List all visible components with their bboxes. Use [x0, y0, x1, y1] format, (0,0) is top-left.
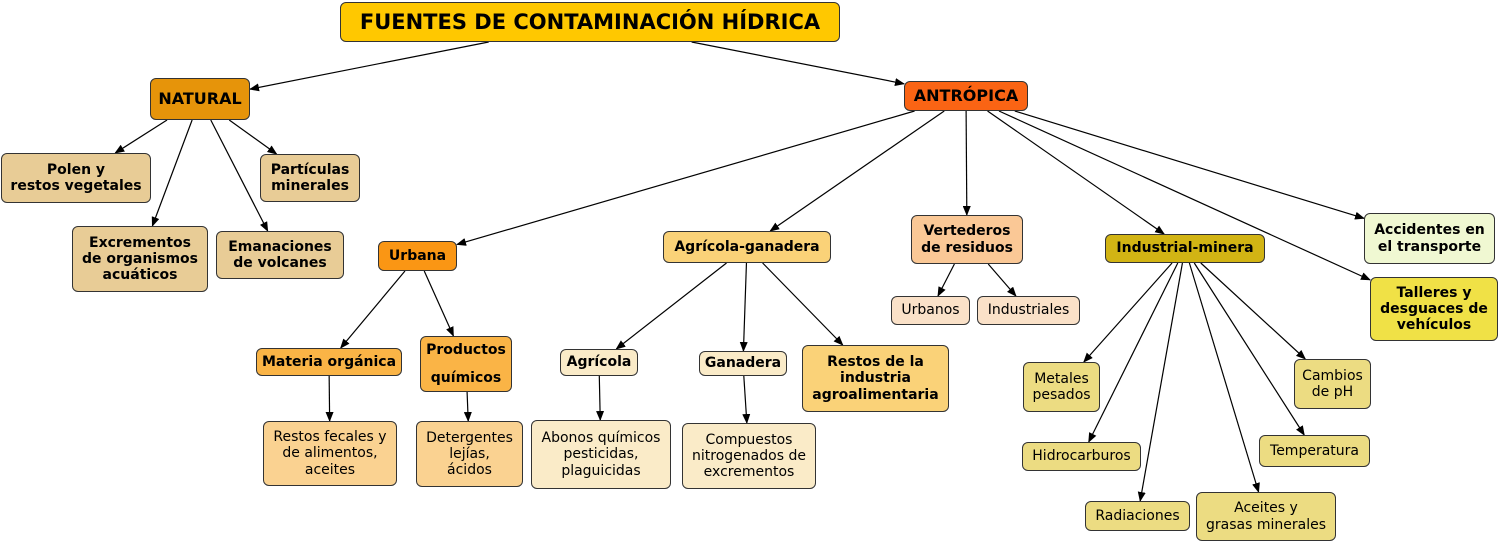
- detergentes-node: Detergentes lejías, ácidos: [416, 421, 523, 487]
- radiaciones-node: Radiaciones: [1085, 501, 1190, 531]
- edge-productos-to-detergentes: [463, 391, 472, 422]
- urbanos-node: Urbanos: [891, 296, 970, 325]
- edge-industrial_minera-to-metales: [1083, 262, 1173, 363]
- edge-industrial_minera-to-cambios_ph: [1200, 262, 1307, 360]
- industriales-node: Industriales: [977, 296, 1080, 325]
- edge-antropica-to-vertederos: [962, 110, 971, 216]
- edge-industrial_minera-to-hidrocarburos: [1088, 262, 1179, 443]
- particulas-node: Partículas minerales: [260, 154, 360, 202]
- compuestos-node: Compuestos nitrogenados de excrementos: [682, 423, 816, 489]
- aceites-grasas-node: Aceites y grasas minerales: [1196, 492, 1336, 541]
- edge-natural-to-particulas: [228, 119, 278, 155]
- temperatura-node: Temperatura: [1259, 435, 1370, 467]
- urbana-node: Urbana: [378, 241, 457, 271]
- edge-vertederos-to-urbanos: [937, 263, 955, 297]
- emanaciones-node: Emanaciones de volcanes: [216, 231, 344, 279]
- edge-urbana-to-materia: [340, 270, 406, 349]
- edge-antropica-to-agricola_ganadera: [769, 110, 945, 232]
- edge-natural-to-emanaciones: [210, 119, 269, 232]
- metales-pesados-node: Metales pesados: [1023, 362, 1100, 412]
- ganadera-node: Ganadera: [699, 351, 787, 376]
- abonos-node: Abonos químicos pesticidas, plaguicidas: [531, 420, 671, 489]
- edge-antropica-to-industrial_minera: [987, 110, 1165, 235]
- edge-industrial_minera-to-temperatura: [1193, 262, 1305, 436]
- agricola-ganadera-node: Agrícola-ganadera: [663, 231, 831, 263]
- antropica-node: ANTRÓPICA: [904, 81, 1028, 111]
- vertederos-node: Vertederos de residuos: [911, 215, 1023, 264]
- restos-fecales-node: Restos fecales y de alimentos, aceites: [263, 421, 397, 486]
- natural-node: NATURAL: [150, 78, 250, 120]
- edge-antropica-to-accidentes: [1014, 110, 1365, 220]
- excrementos-node: Excrementos de organismos acuáticos: [72, 226, 208, 292]
- agroalimentaria-node: Restos de la industria agroalimentaria: [802, 345, 949, 412]
- talleres-desguaces-node: Talleres y desguaces de vehículos: [1370, 277, 1498, 341]
- edge-agricola_ganadera-to-agricola: [615, 262, 727, 350]
- hidrocarburos-node: Hidrocarburos: [1022, 442, 1141, 471]
- industrial-minera-node: Industrial-minera: [1105, 234, 1265, 263]
- edge-antropica-to-talleres: [998, 110, 1371, 281]
- agricola-node: Agrícola: [560, 349, 638, 376]
- edge-title-to-natural: [249, 41, 489, 92]
- title-node: FUENTES DE CONTAMINACIÓN HÍDRICA: [340, 2, 840, 42]
- edge-antropica-to-urbana: [456, 110, 915, 246]
- materia-organica-node: Materia orgánica: [256, 348, 402, 376]
- edge-title-to-antropica: [691, 41, 905, 86]
- edge-urbana-to-productos: [423, 270, 454, 337]
- accidentes-transporte-node: Accidentes en el transporte: [1364, 213, 1495, 264]
- polen-node: Polen y restos vegetales: [1, 153, 151, 203]
- edge-agricola-to-abonos: [596, 375, 605, 421]
- productos-quimicos-node: Productos químicos: [420, 336, 512, 392]
- edge-industrial_minera-to-aceites: [1188, 262, 1260, 493]
- cambios-ph-node: Cambios de pH: [1294, 359, 1371, 409]
- edge-vertederos-to-industriales: [987, 263, 1017, 297]
- edge-industrial_minera-to-radiaciones: [1137, 262, 1184, 502]
- edge-natural-to-polen: [114, 119, 168, 154]
- edge-natural-to-excrementos: [151, 119, 193, 227]
- edge-agricola_ganadera-to-agroalimentaria: [762, 262, 844, 346]
- edge-agricola_ganadera-to-ganadera: [739, 262, 748, 352]
- edge-ganadera-to-compuestos: [742, 375, 751, 424]
